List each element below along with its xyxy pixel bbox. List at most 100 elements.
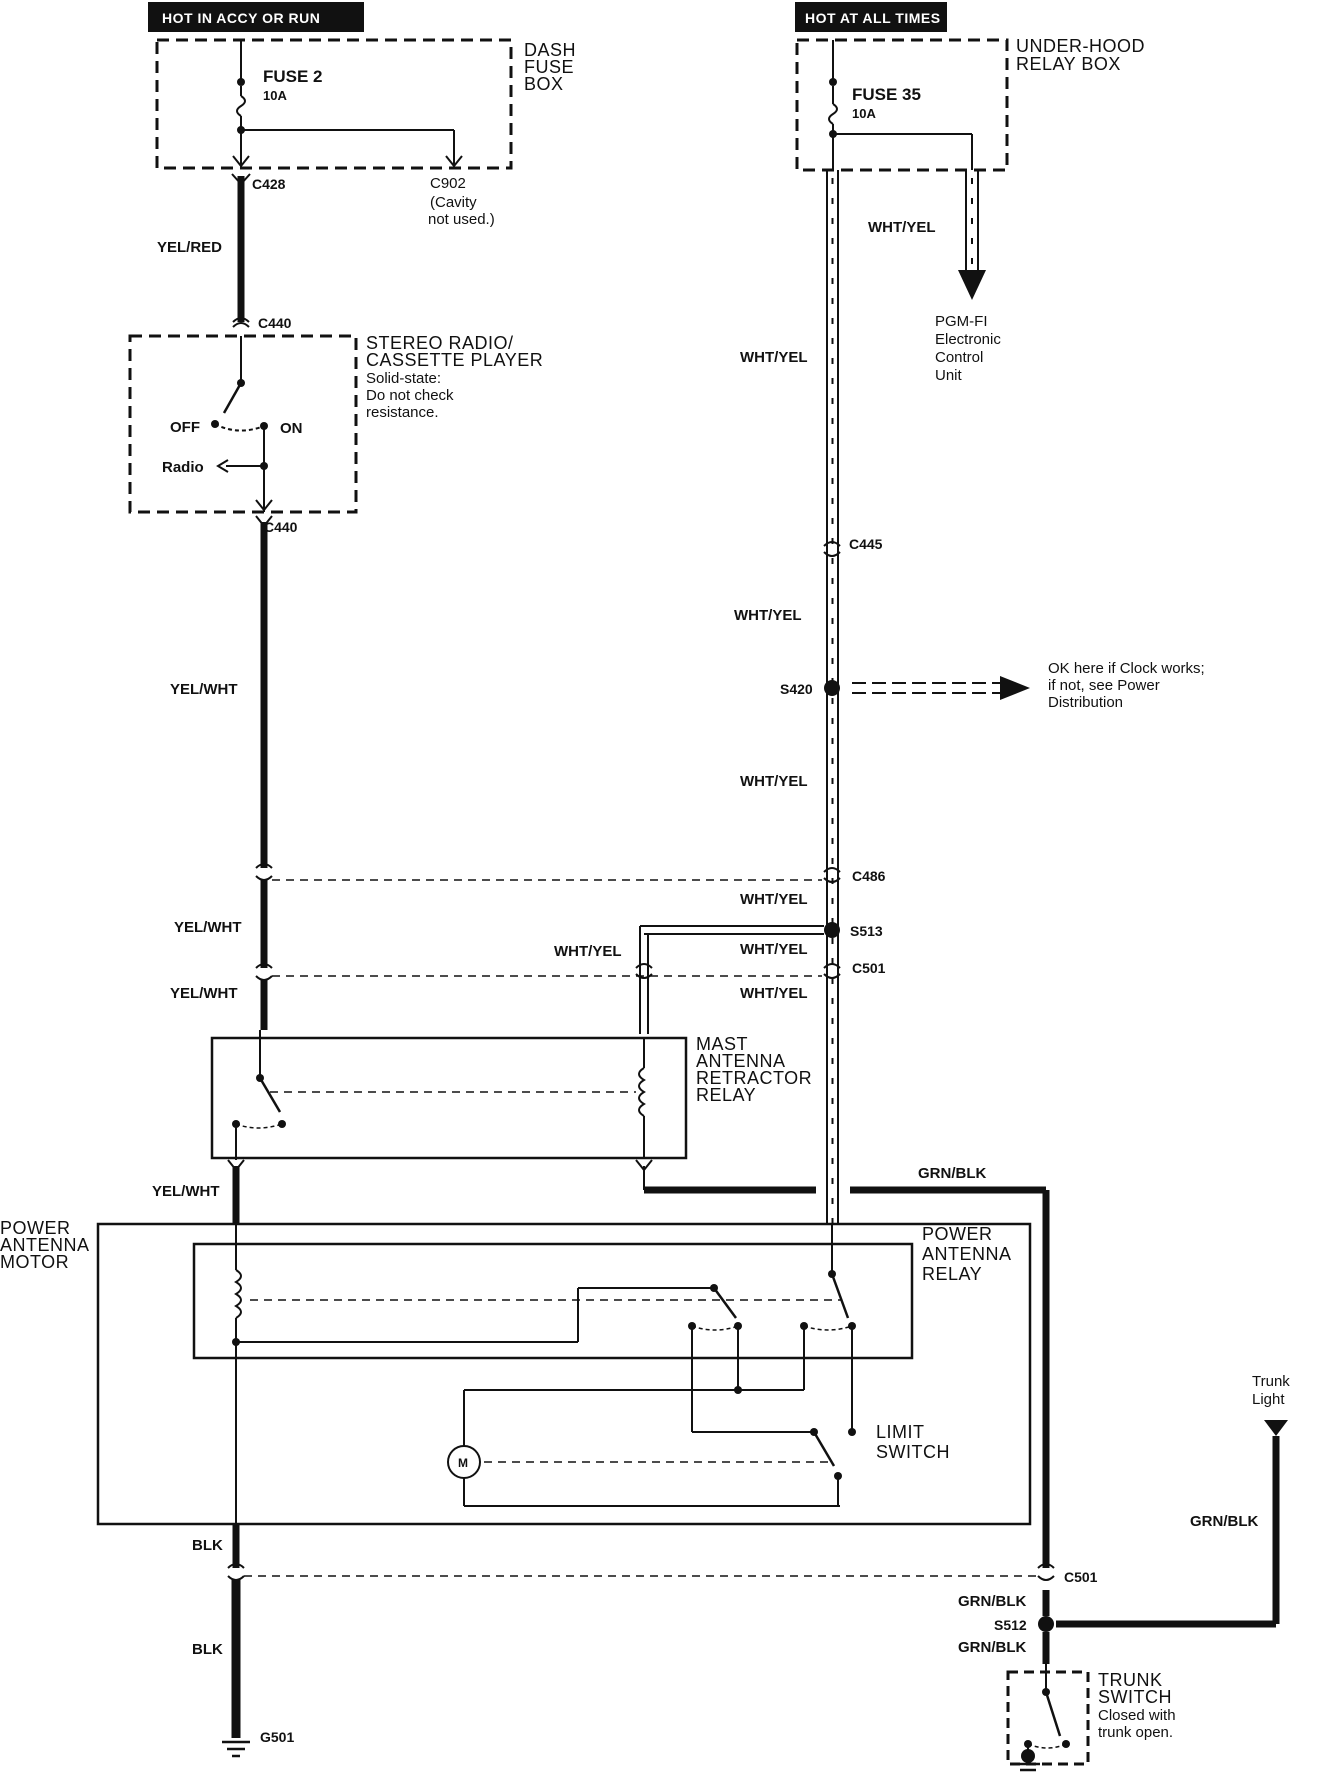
stereo-title: CASSETTE PLAYER	[366, 350, 543, 370]
wht-yel-label: WHT/YEL	[740, 773, 808, 790]
c486-label: C486	[852, 868, 886, 884]
under-hood-relay-box-label: RELAY BOX	[1016, 54, 1121, 74]
header-hot-accy-run: HOT IN ACCY OR RUN	[148, 2, 364, 32]
stereo-note: Solid-state:	[366, 370, 441, 387]
grn-blk-label: GRN/BLK	[958, 1593, 1026, 1610]
yel-wht-label: YEL/WHT	[174, 919, 242, 936]
c902-note: (Cavity	[430, 194, 477, 211]
grn-blk-label: GRN/BLK	[1190, 1513, 1258, 1530]
header-hot-all-times-text: HOT AT ALL TIMES	[805, 10, 941, 26]
mast-relay-label: ANTENNA	[696, 1051, 786, 1071]
wht-yel-wire	[823, 170, 841, 1224]
fuse-35-label: FUSE 35	[852, 85, 921, 104]
c902-label: C902	[430, 175, 466, 192]
yel-wht-label: YEL/WHT	[170, 985, 238, 1002]
radio-label: Radio	[162, 459, 204, 476]
s513-splice	[635, 922, 840, 1034]
wht-yel-label: WHT/YEL	[554, 943, 622, 960]
wht-yel-label: WHT/YEL	[740, 891, 808, 908]
mast-relay-label: RETRACTOR	[696, 1068, 812, 1088]
limit-switch-label: SWITCH	[876, 1442, 950, 1462]
header-hot-all-times: HOT AT ALL TIMES	[795, 2, 947, 32]
blk-ground-wire	[222, 1524, 250, 1758]
yel-red-label: YEL/RED	[157, 239, 222, 256]
off-label: OFF	[170, 419, 200, 436]
power-motor-label: POWER	[0, 1218, 71, 1238]
trunk-light-label: Trunk	[1252, 1373, 1290, 1390]
mast-antenna-retractor-relay	[210, 1030, 688, 1160]
trunk-switch-note: trunk open.	[1098, 1724, 1173, 1741]
wht-yel-label: WHT/YEL	[734, 607, 802, 624]
fuse-35-symbol	[828, 103, 838, 125]
power-antenna-motor-box: M	[96, 1222, 1032, 1548]
stereo-note: resistance.	[366, 404, 439, 421]
trunk-switch-box	[1006, 1664, 1090, 1772]
s513-label: S513	[850, 923, 883, 939]
dash-fuse-box-label: BOX	[524, 74, 564, 94]
grn-blk-label: GRN/BLK	[958, 1639, 1026, 1656]
mast-relay-coil	[638, 1067, 646, 1117]
wht-yel-label: WHT/YEL	[740, 985, 808, 1002]
motor-symbol-label: M	[458, 1456, 468, 1470]
grn-blk-wire	[850, 1186, 1288, 1664]
clock-note: if not, see Power	[1048, 677, 1160, 694]
trunk-switch-label: TRUNK	[1098, 1670, 1163, 1690]
grn-blk-label: GRN/BLK	[918, 1165, 986, 1182]
power-relay-label: RELAY	[922, 1264, 982, 1284]
under-hood-relay-box: UNDER-HOOD RELAY BOX FUSE 35 10A	[795, 36, 1145, 172]
s420-label: S420	[780, 681, 813, 697]
yel-wht-wire	[255, 515, 273, 1030]
fuse-2-symbol	[236, 95, 246, 117]
stereo-radio-box: OFF ON Radio	[128, 334, 358, 514]
dash-fuse-box-label: FUSE	[524, 57, 574, 77]
trunk-switch-note: Closed with	[1098, 1707, 1176, 1724]
pgm-fi-label: Control	[935, 349, 983, 366]
c445-label: C445	[849, 536, 883, 552]
fuse-2-label: FUSE 2	[263, 67, 323, 86]
mast-relay-label: RELAY	[696, 1085, 756, 1105]
pgm-fi-branch	[958, 170, 986, 300]
power-motor-label: ANTENNA	[0, 1235, 90, 1255]
power-relay-coil	[234, 1269, 242, 1319]
trunk-switch-blade	[1044, 1691, 1062, 1737]
on-label: ON	[280, 420, 303, 437]
limit-switch-label: LIMIT	[876, 1422, 925, 1442]
blk-label: BLK	[192, 1537, 223, 1554]
g501-label: G501	[260, 1729, 294, 1745]
c501-bottom-label: C501	[1064, 1569, 1098, 1585]
clock-note: Distribution	[1048, 694, 1123, 711]
trunk-switch-label: SWITCH	[1098, 1687, 1172, 1707]
c428-label: C428	[252, 176, 286, 192]
pgm-fi-label: PGM-FI	[935, 313, 988, 330]
c440-bottom-label: C440	[264, 519, 298, 535]
power-relay-label: ANTENNA	[922, 1244, 1012, 1264]
under-hood-relay-box-label: UNDER-HOOD	[1016, 36, 1145, 56]
mast-relay-label: MAST	[696, 1034, 748, 1054]
c501-top-label: C501	[852, 960, 886, 976]
fuse-2-rating: 10A	[263, 88, 287, 103]
c440-top-label: C440	[258, 315, 292, 331]
fuse-35-rating: 10A	[852, 106, 876, 121]
stereo-note: Do not check	[366, 387, 454, 404]
stereo-title: STEREO RADIO/	[366, 333, 514, 353]
trunk-light-label: Light	[1252, 1391, 1285, 1408]
pgm-fi-label: Unit	[935, 367, 963, 384]
yel-red-wire	[231, 173, 251, 328]
power-antenna-relay-box	[192, 1242, 914, 1360]
radio-switch-blade	[222, 382, 243, 414]
wht-yel-label: WHT/YEL	[740, 349, 808, 366]
pgm-fi-label: Electronic	[935, 331, 1001, 348]
c902-note: not used.)	[428, 211, 495, 228]
wht-yel-label: WHT/YEL	[740, 941, 808, 958]
dash-fuse-box-label: DASH	[524, 40, 576, 60]
yel-wht-label: YEL/WHT	[170, 681, 238, 698]
power-relay-label: POWER	[922, 1224, 993, 1244]
s512-label: S512	[994, 1617, 1027, 1633]
header-hot-accy-run-text: HOT IN ACCY OR RUN	[162, 10, 320, 26]
dash-fuse-box: DASH FUSE BOX FUSE 2 10A	[155, 38, 576, 170]
clock-note: OK here if Clock works;	[1048, 660, 1205, 677]
blk-label: BLK	[192, 1641, 223, 1658]
s420-splice	[824, 676, 1030, 700]
mast-relay-outputs	[227, 1159, 816, 1224]
